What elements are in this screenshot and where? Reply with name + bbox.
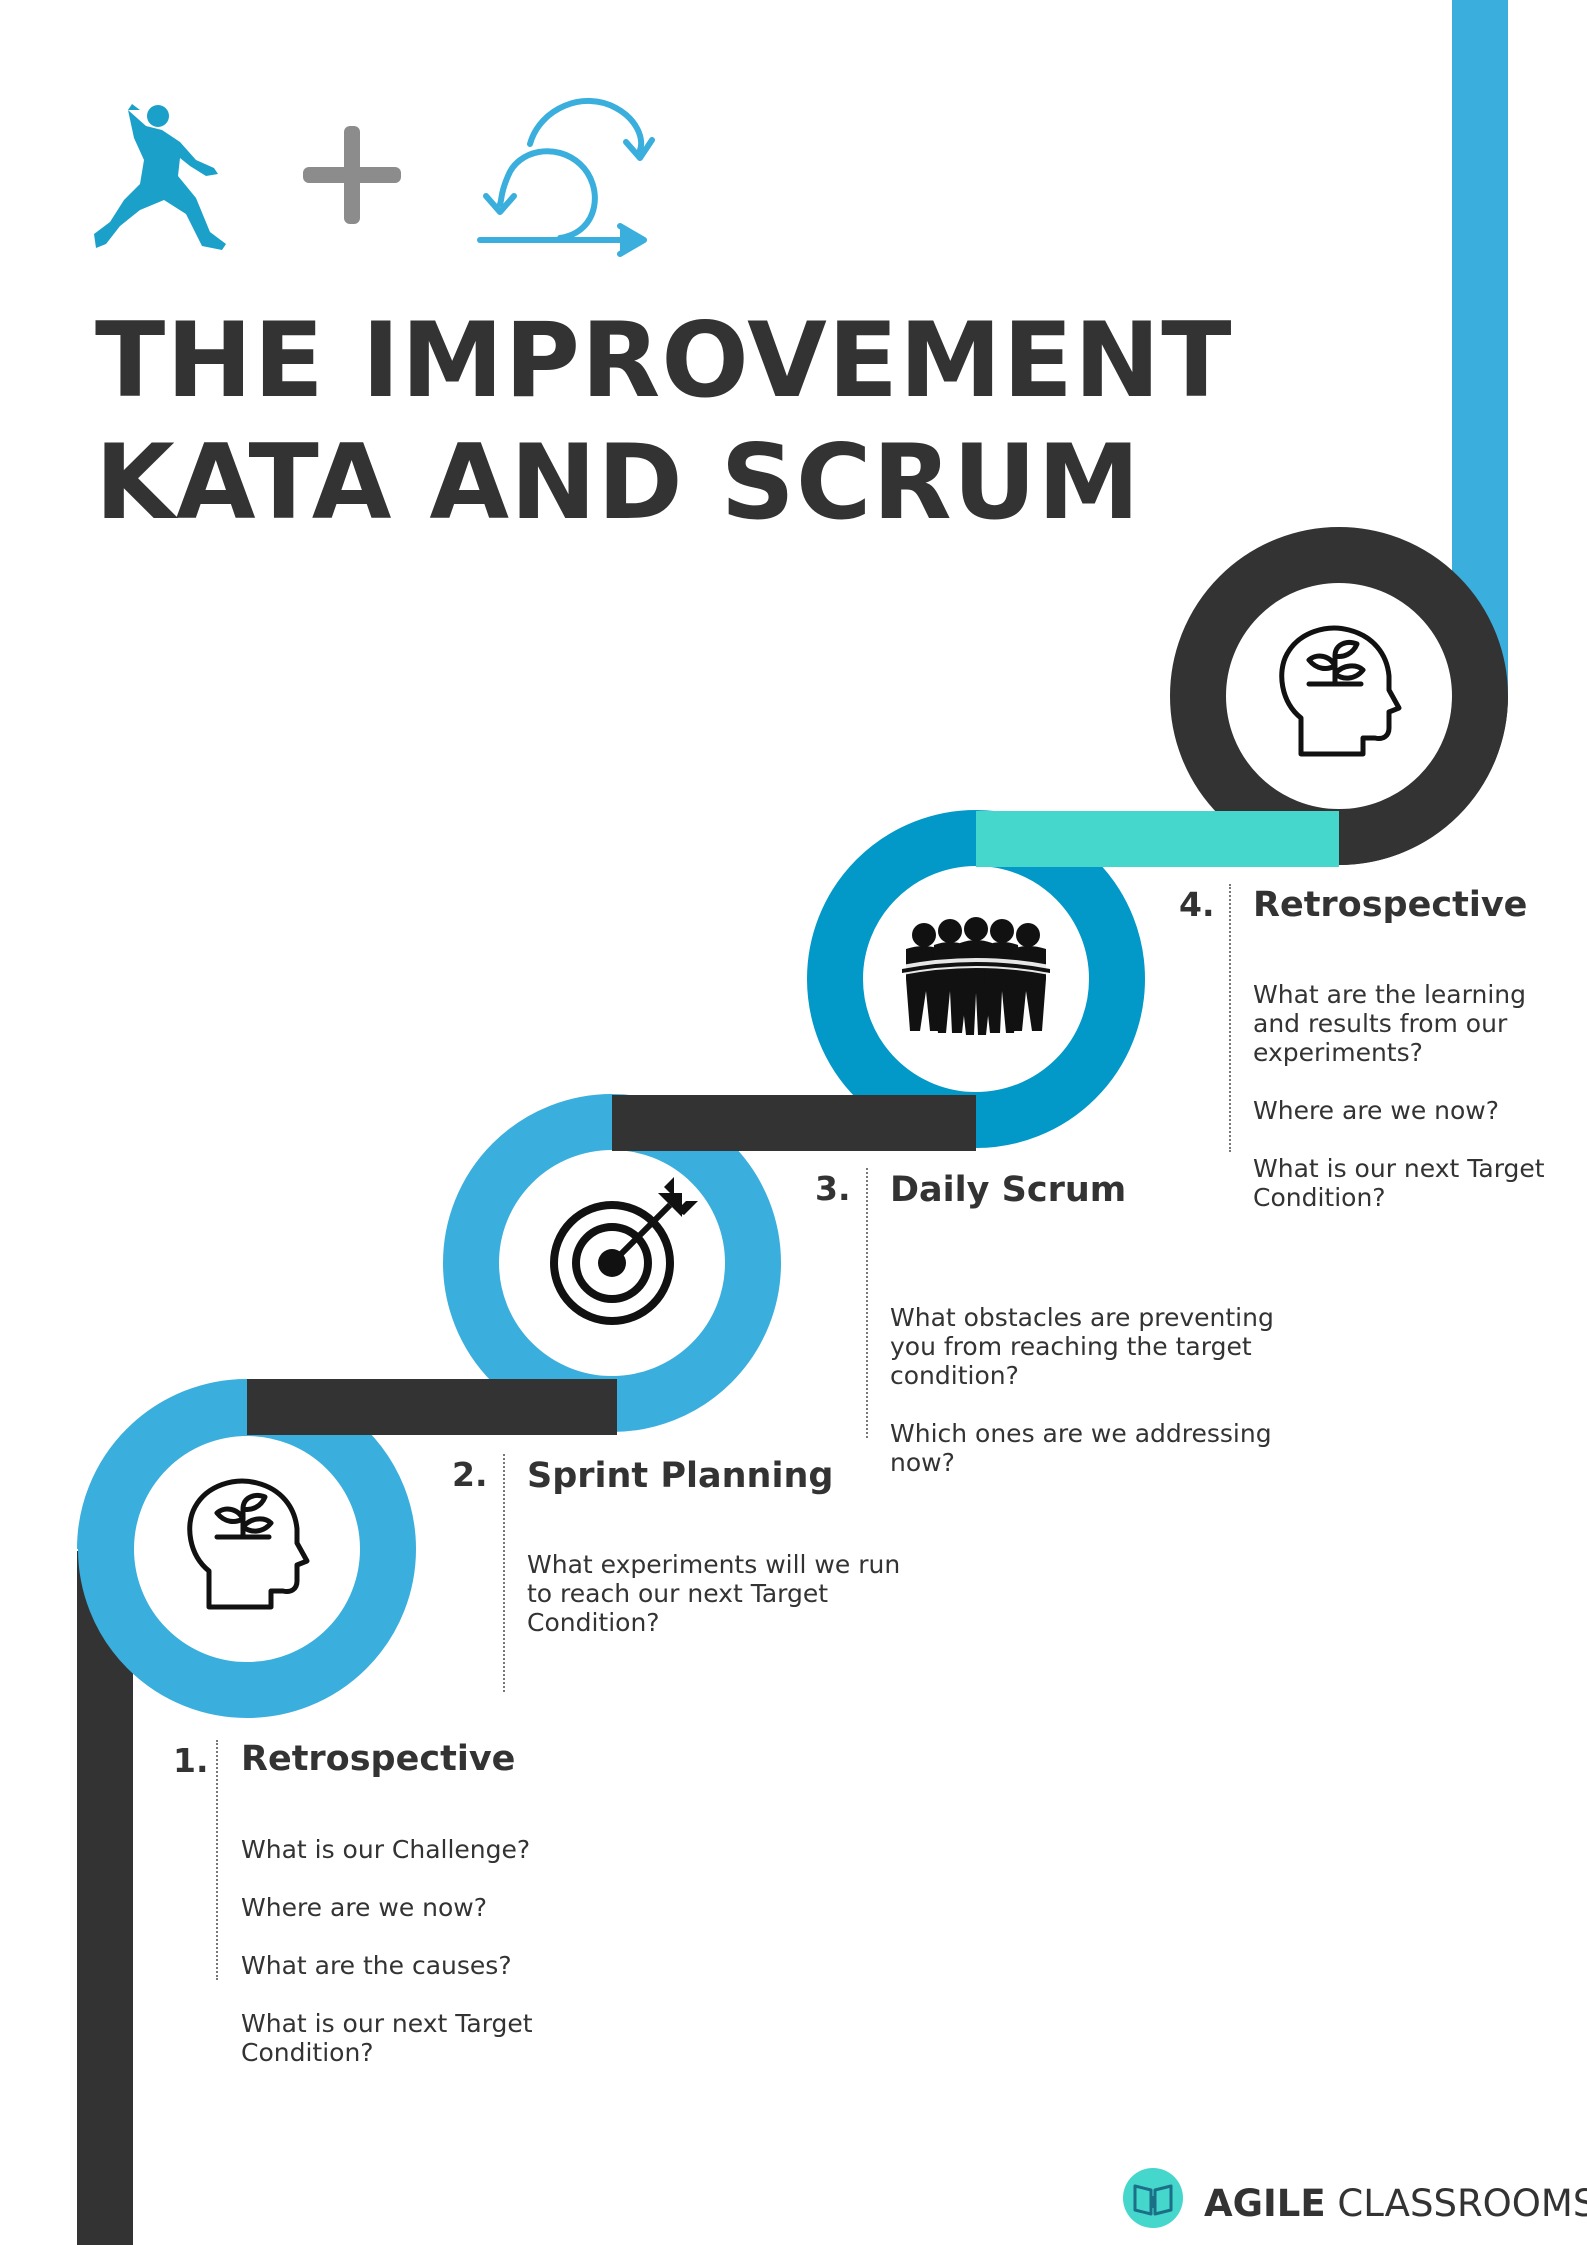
head-sprout-icon <box>1279 625 1402 757</box>
step-number: 4. <box>1179 885 1215 924</box>
open-book-icon <box>1123 2168 1183 2228</box>
head-sprout-icon <box>187 1478 310 1610</box>
brand-name: AGILE CLASSROOMS <box>1204 2182 1587 2225</box>
scrum-cycle-icon <box>477 97 655 257</box>
step-number: 1. <box>173 1741 209 1780</box>
question: What obstacles are preventing you from r… <box>890 1303 1274 1390</box>
step-number: 2. <box>452 1455 488 1494</box>
brand-name-bold: AGILE <box>1204 2181 1326 2225</box>
team-huddle-icon <box>902 917 1050 1035</box>
step-title: Sprint Planning <box>527 1456 834 1496</box>
connector-1-2 <box>247 1379 617 1435</box>
connector-2-3 <box>612 1095 976 1151</box>
question: Where are we now? <box>241 1893 488 1922</box>
step-number: 3. <box>815 1169 851 1208</box>
step-divider <box>503 1454 505 1692</box>
plus-icon <box>303 126 401 224</box>
title-line-2: KATA AND SCRUM <box>95 423 1141 543</box>
brand-logo: AGILE CLASSROOMS <box>1190 2168 1587 2238</box>
step-divider <box>216 1740 218 1980</box>
step-title: Daily Scrum <box>890 1170 1127 1210</box>
question: What are the causes? <box>241 1951 512 1980</box>
target-arrow-icon <box>550 1177 698 1325</box>
brand-name-regular: CLASSROOMS <box>1325 2181 1587 2225</box>
question: What experiments will we run to reach ou… <box>527 1550 901 1637</box>
step-title: Retrospective <box>1253 885 1528 925</box>
question: Where are we now? <box>1253 1096 1500 1125</box>
page-title: THE IMPROVEMENT KATA AND SCRUM <box>95 300 1233 544</box>
connector-3-4 <box>976 811 1339 867</box>
step-divider <box>866 1168 868 1438</box>
title-line-1: THE IMPROVEMENT <box>95 301 1233 421</box>
question: What is our next Target Condition? <box>1253 1154 1545 1212</box>
kata-martial-artist-icon <box>94 104 226 250</box>
question: Which ones are we addressing now? <box>890 1419 1272 1477</box>
question: What is our next Target Condition? <box>241 2009 533 2067</box>
question: What is our Challenge? <box>241 1835 531 1864</box>
left-vertical-bar <box>77 1551 133 2245</box>
step-title: Retrospective <box>241 1739 516 1779</box>
question: What are the learning and results from o… <box>1253 980 1526 1067</box>
step-divider <box>1229 884 1231 1152</box>
